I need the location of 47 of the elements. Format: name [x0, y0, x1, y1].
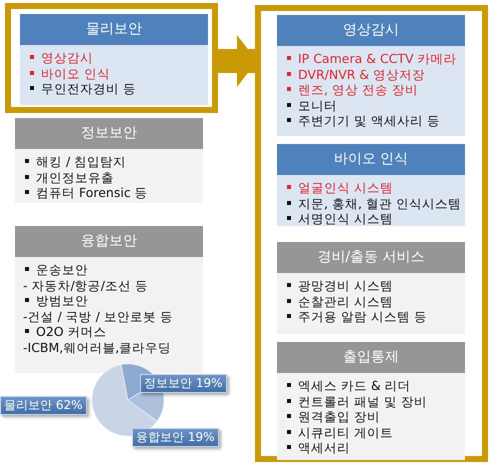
list-item: - 자동차/항공/조선 등: [23, 278, 149, 293]
data-label: 물리보안 62%: [0, 396, 86, 415]
card-header: 정보보안: [15, 118, 203, 149]
list-item: O2O 커머스: [23, 324, 199, 340]
info-card: [15, 226, 203, 373]
info-card: [277, 15, 465, 136]
list-item: 시큐리티 게이트: [285, 424, 461, 440]
list-item: -건설 / 국방 / 보안로봇 등: [23, 308, 174, 324]
card-header: 바이오 인식: [277, 144, 465, 175]
list-item: 운송보안: [23, 262, 199, 278]
list-item: 렌즈, 영상 전송 장비: [285, 82, 461, 98]
list-item: 서명인식 시스템: [285, 211, 461, 226]
info-card: [15, 118, 203, 203]
list-item: 광망경비 시스템: [285, 278, 461, 294]
list-item: 영상감시: [28, 50, 204, 66]
info-card: [277, 342, 465, 460]
list-item: 엑세스 카드 & 리더: [285, 378, 461, 394]
list-item: 액세서리: [285, 440, 461, 456]
info-card: [20, 14, 208, 105]
data-label: 융합보안 19%: [132, 428, 218, 447]
data-label: 정보보안 19%: [140, 374, 226, 393]
list-item: 무인전자경비 등: [28, 81, 204, 96]
list-item: 컴퓨터 Forensic 등: [23, 185, 199, 200]
list-item: 원격출입 장비: [285, 409, 461, 424]
list-item: 주거용 알람 시스템 등: [285, 309, 461, 324]
card-header: 융합보안: [15, 226, 203, 257]
info-card: [277, 242, 465, 334]
highlight-frame: [5, 3, 218, 113]
card-header: 영상감시: [277, 15, 465, 46]
list-item: 컨트롤러 패널 및 장비: [285, 394, 461, 409]
info-card: [277, 144, 465, 226]
list-item: 방범보안: [23, 293, 199, 308]
list-item: 해킹 / 침입탐지: [23, 154, 199, 170]
list-item: 개인정보유출: [23, 170, 199, 185]
list-item: 지문, 홍채, 혈관 인식시스템: [285, 196, 461, 211]
list-item: 순찰관리 시스템: [285, 294, 461, 309]
list-item: DVR/NVR & 영상저장: [285, 66, 461, 82]
list-item: 얼굴인식 시스템: [285, 180, 461, 196]
card-header: 출입통제: [277, 342, 465, 373]
list-item: 바이오 인식: [28, 66, 204, 81]
list-item: IP Camera & CCTV 카메라: [285, 51, 461, 66]
list-item: -ICBM,웨어러블,클라우딩: [23, 340, 172, 355]
list-item: 모니터: [285, 98, 461, 113]
card-header: 경비/출동 서비스: [277, 242, 465, 273]
list-item: 주변기기 및 액세사리 등: [285, 113, 461, 128]
highlight-frame: [255, 5, 488, 462]
card-header: 물리보안: [20, 14, 208, 45]
